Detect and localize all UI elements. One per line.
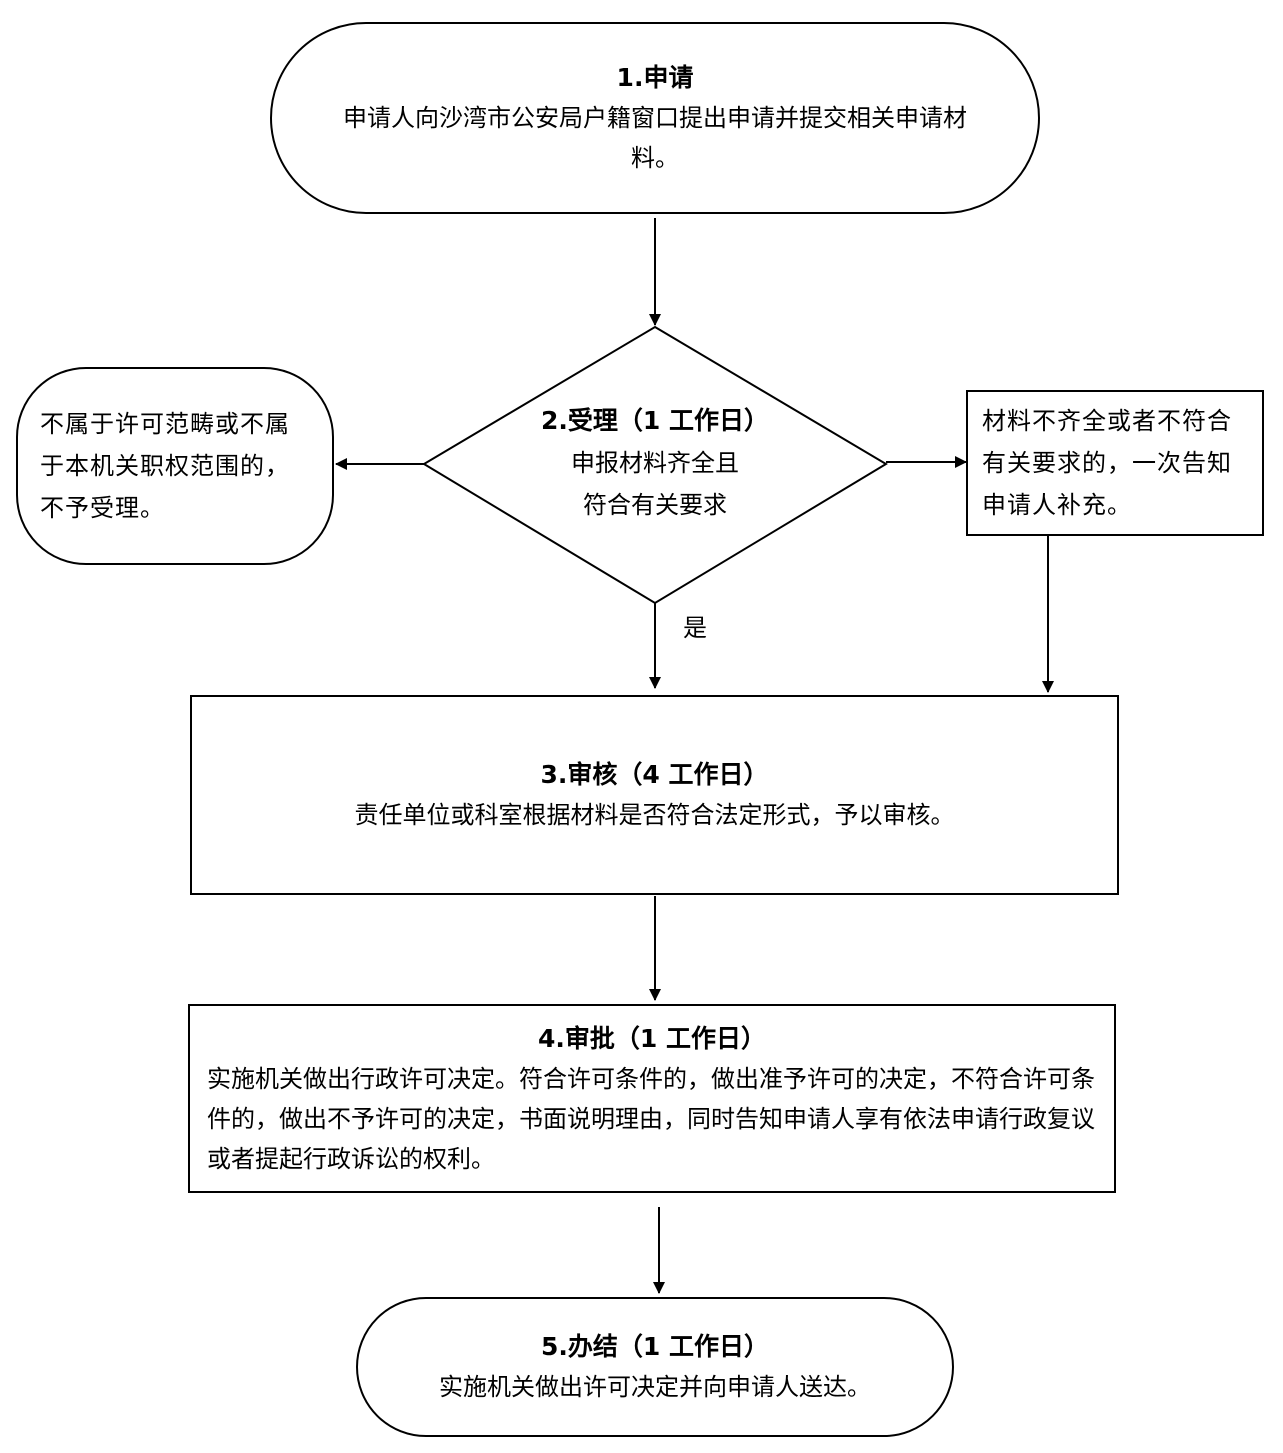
step1-title: 1.申请 <box>616 63 694 92</box>
reject-node: 不属于许可范畴或不属于本机关职权范围的，不予受理。 <box>16 367 334 565</box>
step2-line1: 申报材料齐全且 <box>571 449 739 477</box>
reject-text: 不属于许可范畴或不属于本机关职权范围的，不予受理。 <box>40 410 290 522</box>
yes-label: 是 <box>683 614 707 642</box>
step5-title: 5.办结（1 工作日） <box>541 1332 769 1361</box>
step5-node: 5.办结（1 工作日） 实施机关做出许可决定并向申请人送达。 <box>356 1297 954 1437</box>
step4-text: 实施机关做出行政许可决定。符合许可条件的，做出准予许可的决定，不符合许可条件的，… <box>207 1064 1095 1173</box>
step1-text: 申请人向沙湾市公安局户籍窗口提出申请并提交相关申请材料。 <box>343 104 967 172</box>
step4-node: 4.审批（1 工作日） 实施机关做出行政许可决定。符合许可条件的，做出准予许可的… <box>188 1004 1116 1193</box>
supplement-node: 材料不齐全或者不符合有关要求的，一次告知申请人补充。 <box>966 390 1264 536</box>
step2-text-block: 2.受理（1 工作日） 申报材料齐全且 符合有关要求 <box>500 400 810 526</box>
step4-title: 4.审批（1 工作日） <box>538 1023 766 1053</box>
step2-line2: 符合有关要求 <box>583 491 727 519</box>
step1-node: 1.申请 申请人向沙湾市公安局户籍窗口提出申请并提交相关申请材料。 <box>270 22 1040 214</box>
step3-node: 3.审核（4 工作日） 责任单位或科室根据材料是否符合法定形式，予以审核。 <box>190 695 1119 895</box>
step3-title: 3.审核（4 工作日） <box>540 760 769 789</box>
supplement-text: 材料不齐全或者不符合有关要求的，一次告知申请人补充。 <box>982 407 1232 519</box>
step5-text: 实施机关做出许可决定并向申请人送达。 <box>439 1373 871 1401</box>
step2-title: 2.受理（1 工作日） <box>541 406 769 435</box>
step3-text: 责任单位或科室根据材料是否符合法定形式，予以审核。 <box>354 801 955 829</box>
